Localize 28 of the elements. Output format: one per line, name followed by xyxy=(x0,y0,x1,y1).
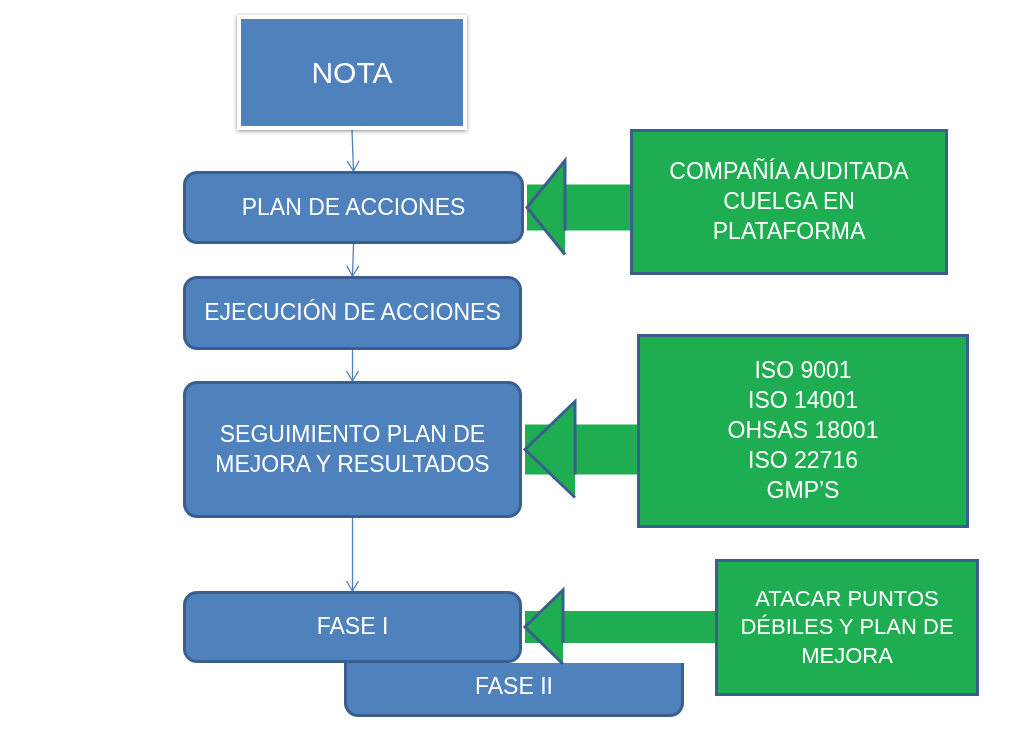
block-arrow xyxy=(525,159,630,256)
box-label: ATACAR PUNTOS DÉBILES Y PLAN DE MEJORA xyxy=(739,584,955,670)
arrow xyxy=(345,349,360,382)
arrow xyxy=(346,243,360,277)
process-box xyxy=(183,276,522,350)
block-arrow xyxy=(523,588,715,666)
process-box xyxy=(183,171,524,244)
box-label: FASE II xyxy=(475,671,553,701)
box-label: FASE I xyxy=(316,612,389,642)
box-label: ISO 22716 xyxy=(748,445,858,475)
process-box xyxy=(183,591,522,663)
process-box xyxy=(183,381,522,518)
box-label: COMPAÑÍA AUDITADA CUELGA EN PLATAFORMA xyxy=(669,157,909,246)
callout-box xyxy=(637,334,969,528)
box-label: NOTA xyxy=(311,55,393,91)
box-label: EJECUCIÓN DE ACCIONES xyxy=(204,298,501,328)
box-label: OHSAS 18001 xyxy=(727,416,879,446)
box-label: GMP’S xyxy=(766,475,840,505)
arrow xyxy=(345,517,360,592)
callout-box xyxy=(715,559,979,696)
box-label: SEGUIMIENTO PLAN DE MEJORA Y RESULTADOS xyxy=(214,419,491,479)
process-box xyxy=(344,663,684,717)
box-label: ISO 14001 xyxy=(748,386,858,416)
arrow xyxy=(346,129,360,172)
box-label: ISO 9001 xyxy=(754,356,852,386)
block-arrow xyxy=(523,400,637,499)
box-label: PLAN DE ACCIONES xyxy=(241,192,466,222)
callout-box xyxy=(630,129,948,275)
